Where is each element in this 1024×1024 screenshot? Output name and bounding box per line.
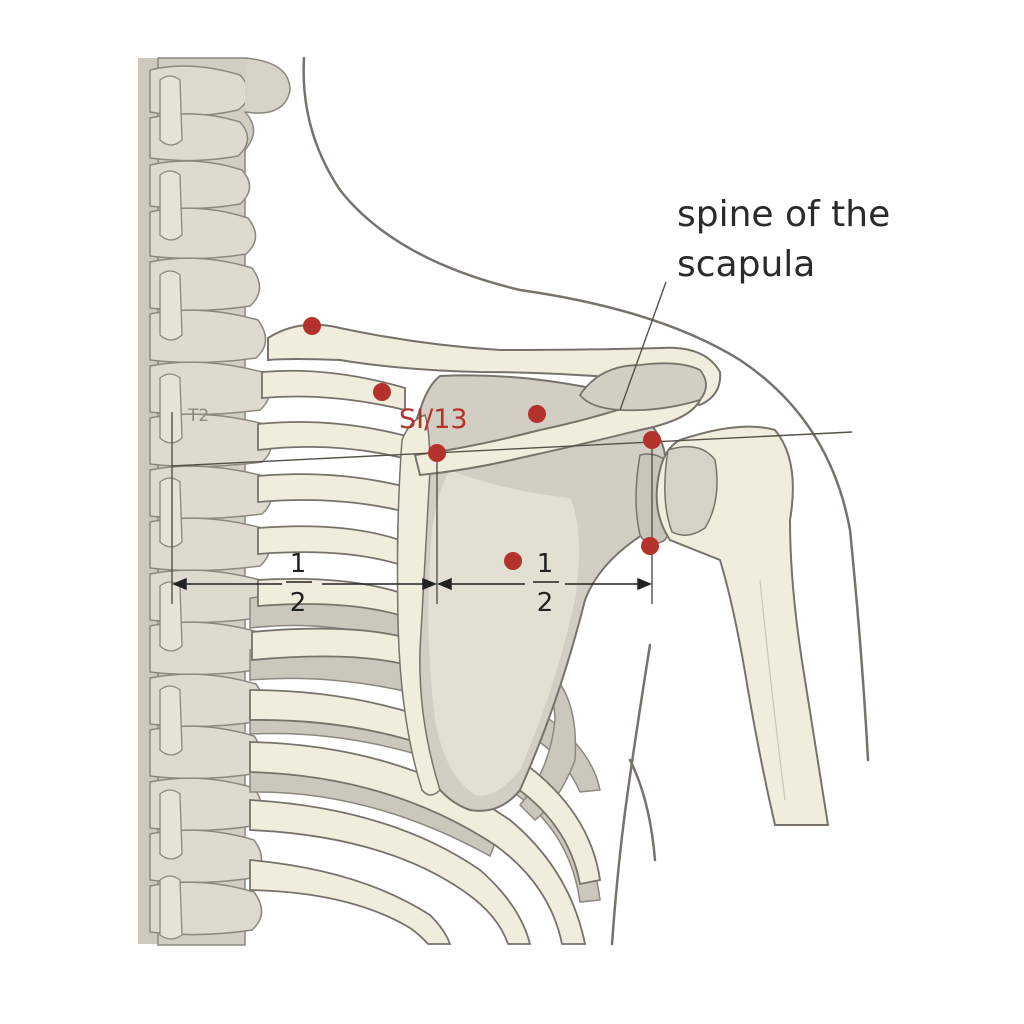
acupoint-marker bbox=[641, 537, 659, 555]
acupoint-marker bbox=[504, 552, 522, 570]
horizontal-reference-line bbox=[171, 431, 853, 467]
scapula bbox=[396, 362, 707, 812]
fraction-right-denominator: 2 bbox=[537, 588, 554, 618]
fraction-left-numerator: 1 bbox=[290, 549, 307, 579]
body-contour bbox=[302, 56, 870, 946]
acupoint-marker bbox=[373, 383, 391, 401]
fraction-left-denominator: 2 bbox=[290, 588, 307, 618]
acupoint-marker bbox=[303, 317, 321, 335]
acupoint-marker bbox=[643, 431, 661, 449]
clavicle bbox=[267, 323, 722, 407]
fraction-left: 1 2 bbox=[286, 549, 312, 618]
callout-label-line2: scapula bbox=[677, 244, 815, 285]
acupoints bbox=[303, 317, 661, 570]
fraction-right-numerator: 1 bbox=[537, 549, 554, 579]
callout-leader-line bbox=[619, 281, 667, 411]
acromion bbox=[578, 362, 707, 412]
reference-lines bbox=[171, 281, 853, 604]
point-label: SI/13 bbox=[399, 404, 468, 435]
vertebra-label: T2 bbox=[187, 406, 209, 426]
acupoint-si13-marker bbox=[428, 444, 446, 462]
acupoint-marker bbox=[528, 405, 546, 423]
fraction-right: 1 2 bbox=[533, 549, 559, 618]
callout-label-line1: spine of the bbox=[677, 194, 890, 235]
vertebral-column bbox=[138, 57, 291, 946]
humerus bbox=[655, 425, 830, 826]
dimension-arrows bbox=[172, 577, 652, 591]
